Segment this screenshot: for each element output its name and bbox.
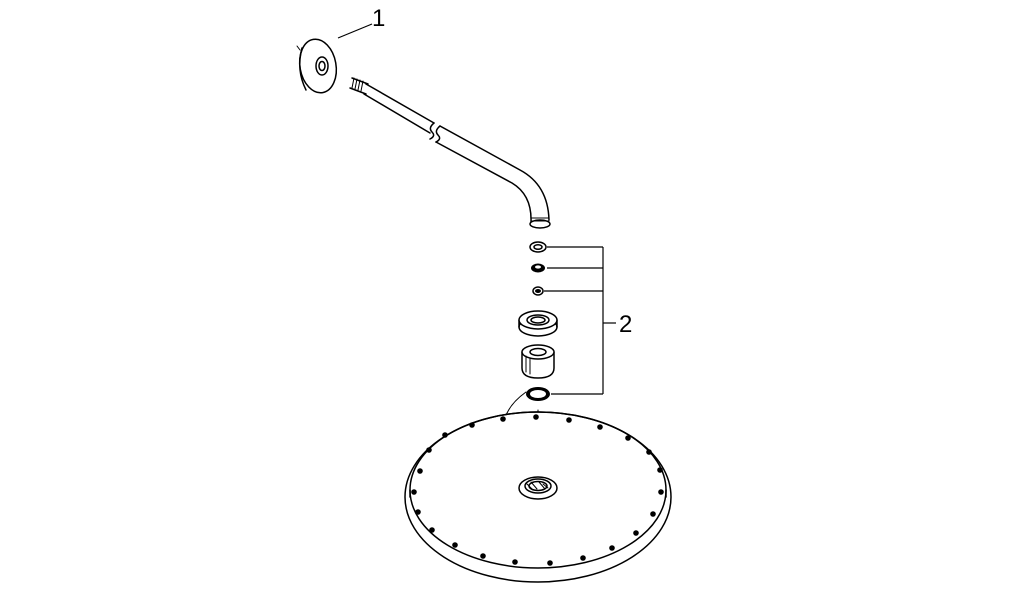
callout-1: 1 — [337, 5, 385, 39]
seal-ring — [531, 263, 545, 273]
head-inlet — [518, 476, 558, 500]
callout-2-label: 2 — [619, 311, 632, 338]
o-ring — [526, 387, 550, 401]
union-nut — [518, 310, 558, 337]
nozzle-dots — [411, 414, 664, 566]
adapter-fitting — [521, 344, 555, 379]
shower-arm — [349, 77, 551, 229]
shower-head — [404, 411, 672, 583]
washer-top — [529, 241, 547, 253]
callout-1-label: 1 — [372, 5, 385, 32]
callout-2: 2 — [544, 246, 632, 395]
small-washer — [532, 286, 544, 296]
wall-flange — [296, 38, 338, 94]
